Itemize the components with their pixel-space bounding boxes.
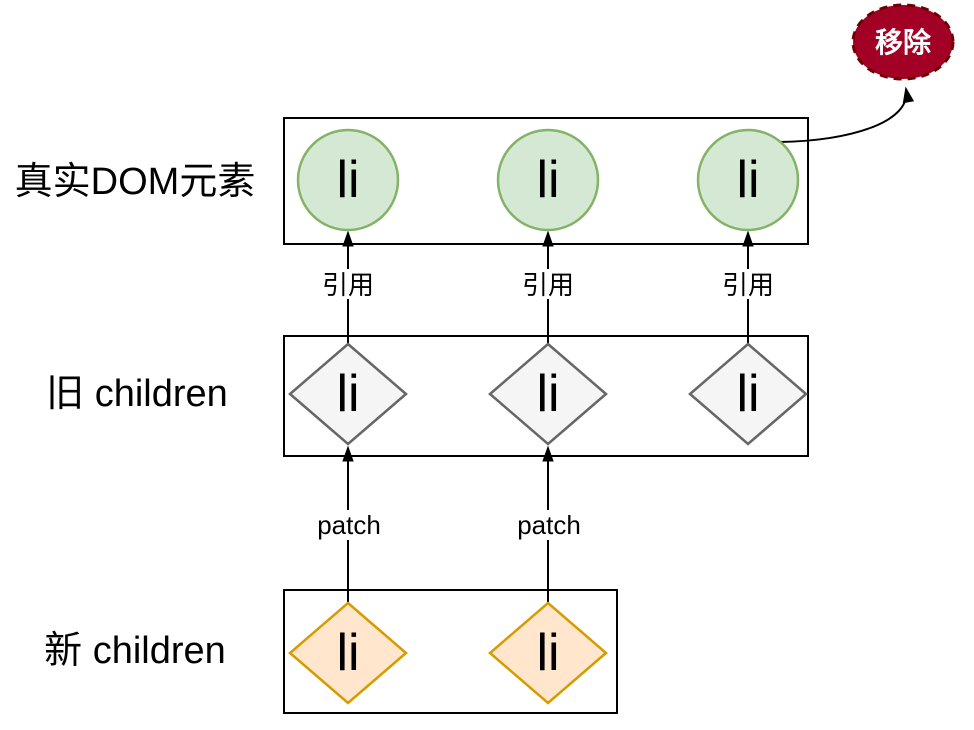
reference-label-bg-2 bbox=[522, 269, 574, 299]
reference-label-bg-3 bbox=[722, 269, 774, 299]
new-vnode-diamond-2 bbox=[488, 601, 608, 705]
new-vnode-diamond-1 bbox=[288, 601, 408, 705]
patch-label-bg-1 bbox=[315, 510, 383, 540]
dom-node-circle-2 bbox=[496, 128, 600, 232]
remove-badge-label: 移除 bbox=[875, 26, 932, 58]
dom-node-label-2: li bbox=[536, 151, 559, 209]
reference-label-bg-1 bbox=[322, 269, 374, 299]
old-vnode-label-1: li bbox=[336, 365, 359, 423]
dom-node-label-1: li bbox=[336, 151, 359, 209]
patch-label-bg-2 bbox=[515, 510, 583, 540]
remove-badge bbox=[851, 3, 955, 81]
old-vnode-diamond-1 bbox=[288, 342, 408, 446]
patch-label-1: patch bbox=[317, 510, 381, 540]
dom-node-circle-3 bbox=[696, 128, 800, 232]
row-label-old-children: 旧 children bbox=[46, 373, 228, 415]
new-vnode-label-1: li bbox=[336, 624, 359, 682]
patch-label-2: patch bbox=[517, 510, 581, 540]
dom-node-label-3: li bbox=[736, 151, 759, 209]
reference-label-1: 引用 bbox=[322, 270, 374, 300]
new-vnode-label-2: li bbox=[536, 624, 559, 682]
old-vnode-label-2: li bbox=[536, 365, 559, 423]
row-label-real-dom: 真实DOM元素 bbox=[15, 161, 256, 203]
old-vnode-diamond-3 bbox=[688, 342, 808, 446]
dom-node-circle-1 bbox=[296, 128, 400, 232]
reference-label-2: 引用 bbox=[522, 270, 574, 300]
old-vnode-label-3: li bbox=[736, 365, 759, 423]
row-label-new-children: 新 children bbox=[44, 630, 226, 672]
remove-arrow bbox=[779, 86, 915, 143]
old-vnode-diamond-2 bbox=[488, 342, 608, 446]
reference-label-3: 引用 bbox=[722, 270, 774, 300]
